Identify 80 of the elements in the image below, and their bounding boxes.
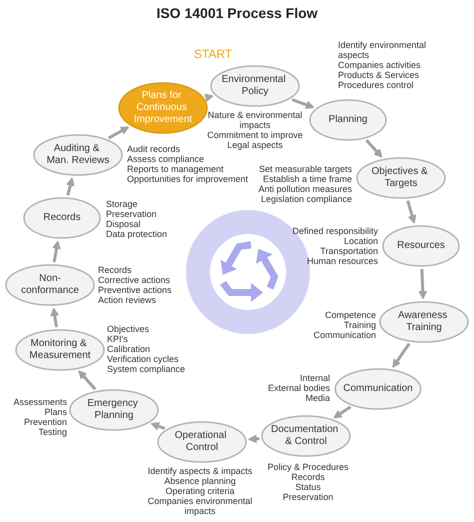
note-text: Commitment to improve xyxy=(207,130,303,140)
note-text: Policy & Procedures xyxy=(267,462,349,472)
note-text: Data protection xyxy=(106,229,168,239)
arrow xyxy=(333,406,352,418)
note-text: Records xyxy=(98,265,132,275)
arrow xyxy=(108,126,130,140)
note-text: Legal aspects xyxy=(227,140,283,150)
note-text: Records xyxy=(291,472,325,482)
note-text: Calibration xyxy=(107,344,150,354)
note-text: Companies activities xyxy=(338,60,421,70)
node-ellipse: Plans for Continuous Improvement xyxy=(118,82,208,134)
note-text: Prevention xyxy=(24,417,67,427)
note-text: Action reviews xyxy=(98,295,156,305)
arrow xyxy=(292,98,314,109)
arrow xyxy=(392,342,410,368)
note-text: Anti pollution measures xyxy=(258,184,352,194)
node-ellipse: Emergency Planning xyxy=(69,389,159,431)
node-ellipse: Communication xyxy=(334,368,422,410)
note-text: Assess compliance xyxy=(127,154,204,164)
note-text: Preventive actions xyxy=(98,285,172,295)
note-text: Audit records xyxy=(127,144,180,154)
note-text: Media xyxy=(305,393,330,403)
arrow xyxy=(78,370,96,390)
arrow xyxy=(248,434,260,444)
note-text: Competence xyxy=(324,310,376,320)
arrow xyxy=(150,422,166,430)
note-text: Status xyxy=(295,482,321,492)
note-text: Absence planning xyxy=(164,476,236,486)
note-text: Location xyxy=(344,236,378,246)
node-ellipse: Environmental Policy xyxy=(210,65,300,107)
note-text: System compliance xyxy=(107,364,186,374)
note-text: Legislation compliance xyxy=(260,194,352,204)
note-text: Defined responsibility xyxy=(292,226,378,236)
note-text: Corrective actions xyxy=(98,275,170,285)
node-ellipse: Records xyxy=(23,197,101,239)
arrow xyxy=(204,94,214,102)
start-label: START xyxy=(194,47,232,61)
node-ellipse: Operational Control xyxy=(157,421,247,463)
note-text: Reports to management xyxy=(127,164,224,174)
note-text: Companies environmental impacts xyxy=(146,496,254,516)
node-ellipse: Objectives & Targets xyxy=(356,157,446,199)
note-text: Identify aspects & impacts xyxy=(148,466,252,476)
note-text: Human resources xyxy=(306,256,378,266)
note-text: Storage xyxy=(106,199,138,209)
note-text: Products & Services xyxy=(338,70,420,80)
note-text: Nature & environmental impacts xyxy=(206,110,304,130)
note-text: Training xyxy=(344,320,376,330)
note-text: Preservation xyxy=(106,209,157,219)
note-text: Preservation xyxy=(282,492,334,502)
arrow xyxy=(418,268,428,300)
note-text: External bodies xyxy=(268,383,330,393)
node-ellipse: Awareness Training xyxy=(379,301,469,343)
node-ellipse: Monitoring & Measurement xyxy=(15,329,105,371)
arrow xyxy=(365,139,382,158)
note-text: Disposal xyxy=(106,219,141,229)
arrow xyxy=(52,240,61,262)
note-text: Establish a time frame xyxy=(262,174,352,184)
node-ellipse: Documentation & Control xyxy=(261,415,351,457)
node-ellipse: Auditing & Man. Reviews xyxy=(33,134,123,176)
note-text: Opportunities for improvement xyxy=(127,174,248,184)
note-text: Internal xyxy=(300,373,330,383)
note-text: KPI's xyxy=(107,334,128,344)
note-text: Testing xyxy=(38,427,67,437)
arrow xyxy=(66,177,74,196)
note-text: Assessments xyxy=(13,397,67,407)
note-text: Procedures control xyxy=(338,80,414,90)
note-text: Operating criteria xyxy=(165,486,235,496)
arrow xyxy=(406,200,416,224)
node-ellipse: Planning xyxy=(309,99,387,141)
note-text: Objectives xyxy=(107,324,150,334)
note-text: Verification cycles xyxy=(107,354,179,364)
note-text: Identify environmental aspects xyxy=(338,40,428,60)
note-text: Transportation xyxy=(320,246,378,256)
node-ellipse: Resources xyxy=(382,225,460,267)
note-text: Plans xyxy=(44,407,67,417)
note-text: Communication xyxy=(313,330,376,340)
note-text: Set measurable targets xyxy=(258,164,352,174)
node-ellipse: Non-conformance xyxy=(5,264,95,306)
diagram-title: ISO 14001 Process Flow xyxy=(156,5,318,21)
arrow xyxy=(50,308,60,328)
